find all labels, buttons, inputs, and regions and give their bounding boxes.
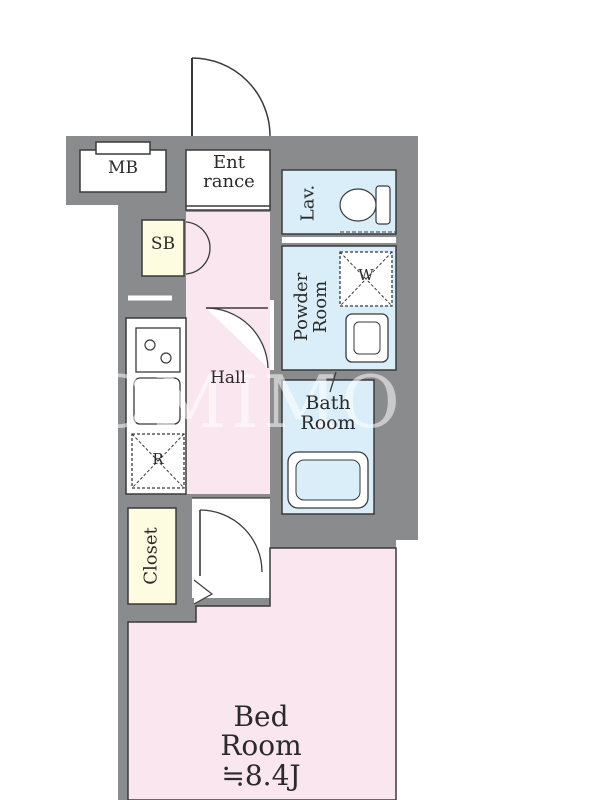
entrance-floor — [185, 149, 271, 211]
label-entrance: Ent rance — [190, 152, 268, 192]
exterior-right-mid — [418, 0, 600, 800]
washbasin — [345, 313, 389, 363]
label-w: W — [358, 266, 374, 284]
label-bath-line1: Bath — [305, 392, 351, 414]
closet-box — [127, 507, 177, 605]
bed-room-floor — [127, 547, 397, 800]
hall-door-arc — [205, 307, 269, 369]
fridge-diag-2 — [131, 433, 185, 489]
sink — [133, 377, 181, 425]
label-bed-line2: Room — [220, 729, 302, 763]
toilet-tank — [375, 185, 391, 225]
closet-door-arc — [199, 509, 263, 573]
sb-cabinet — [141, 219, 185, 277]
label-bed-size: ≒8.4J — [221, 758, 301, 792]
closet-door-area — [192, 498, 270, 598]
mb-box — [79, 149, 167, 193]
label-entrance-line2: rance — [203, 170, 255, 192]
bathtub-inner — [295, 459, 361, 501]
bath-door — [329, 371, 337, 393]
label-powder-room: Powder Room — [291, 273, 331, 341]
sb-door-arc — [185, 221, 211, 275]
label-lav: Lav. — [297, 184, 319, 222]
label-entrance-line1: Ent — [213, 152, 245, 173]
stove — [135, 327, 181, 373]
exterior-right-lower — [396, 540, 426, 800]
mb-box-tab — [95, 141, 151, 155]
washbasin-inner — [353, 321, 381, 355]
exterior-left-top — [0, 205, 118, 800]
washer-diag-2 — [339, 251, 393, 307]
label-sb: SB — [150, 234, 176, 254]
label-powder-line2: Room — [310, 280, 331, 334]
burner-1 — [144, 339, 156, 351]
toilet-bowl — [339, 188, 377, 222]
label-bed-room: Bed Room ≒8.4J — [196, 700, 326, 792]
watermark: OMIMO — [90, 360, 404, 444]
label-bath-room: Bath Room — [284, 392, 372, 434]
burner-2 — [160, 352, 172, 364]
label-mb: MB — [108, 158, 138, 178]
label-closet: Closet — [140, 527, 162, 585]
label-hall: Hall — [210, 368, 246, 388]
label-r: R — [152, 450, 164, 468]
entrance-door-arc — [191, 57, 271, 137]
label-bed-line1: Bed — [233, 700, 289, 733]
closet-door-small — [193, 579, 214, 605]
label-bath-line2: Room — [300, 411, 356, 434]
